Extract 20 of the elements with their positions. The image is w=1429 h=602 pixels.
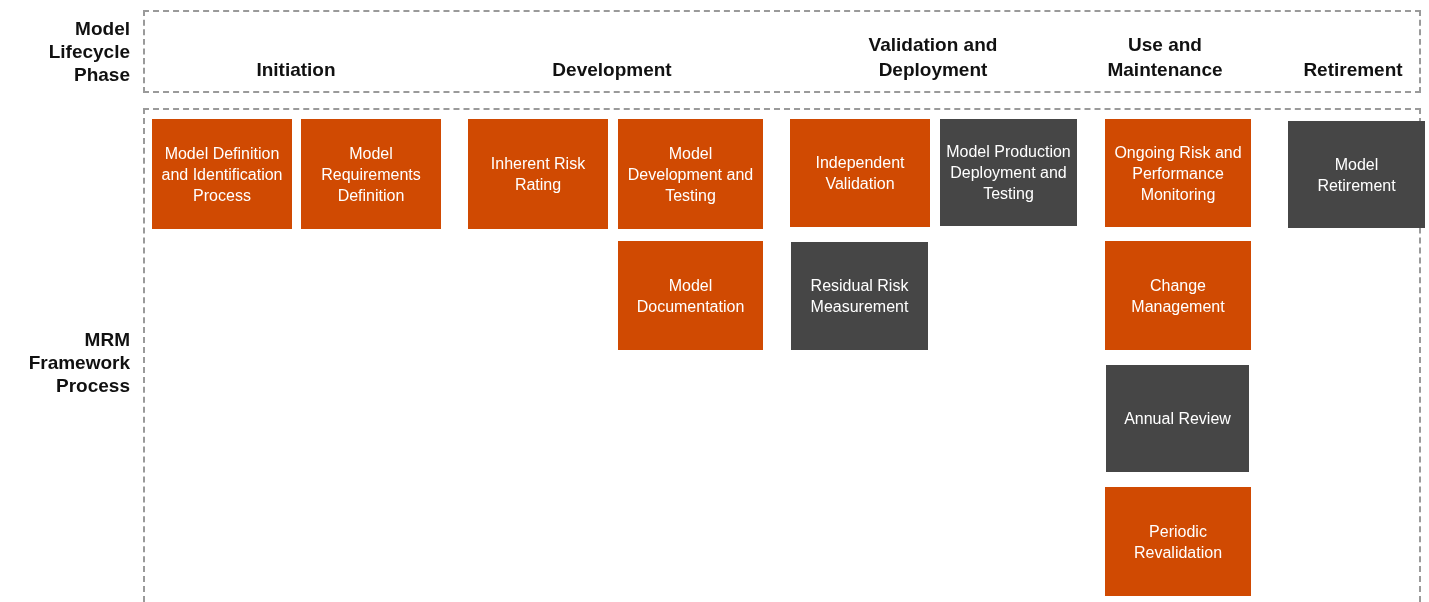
- process-box: Model Production Deployment and Testing: [940, 119, 1077, 226]
- phase-label: Initiation: [256, 58, 336, 82]
- process-box: Residual Risk Measurement: [791, 242, 928, 350]
- process-box: Model Documentation: [618, 241, 763, 350]
- process-box: Model Development and Testing: [618, 119, 763, 229]
- phase-label: Use and Maintenance: [1106, 33, 1224, 82]
- process-box: Independent Validation: [790, 119, 930, 227]
- phase-label: Retirement: [1303, 58, 1403, 82]
- row-heading: Model Lifecycle Phase: [47, 17, 130, 86]
- process-box: Change Management: [1105, 241, 1251, 350]
- process-box: Inherent Risk Rating: [468, 119, 608, 229]
- process-box: Periodic Revalidation: [1105, 487, 1251, 596]
- row-heading: MRM Framework Process: [27, 328, 130, 397]
- phase-label: Development: [552, 58, 672, 82]
- process-box: Model Definition and Identification Process: [152, 119, 292, 229]
- process-box: Ongoing Risk and Performance Monitoring: [1105, 119, 1251, 227]
- process-box: Model Retirement: [1288, 121, 1425, 228]
- process-box: Model Requirements Definition: [301, 119, 441, 229]
- phase-label: Validation and Deployment: [867, 33, 999, 82]
- process-box: Annual Review: [1106, 365, 1249, 472]
